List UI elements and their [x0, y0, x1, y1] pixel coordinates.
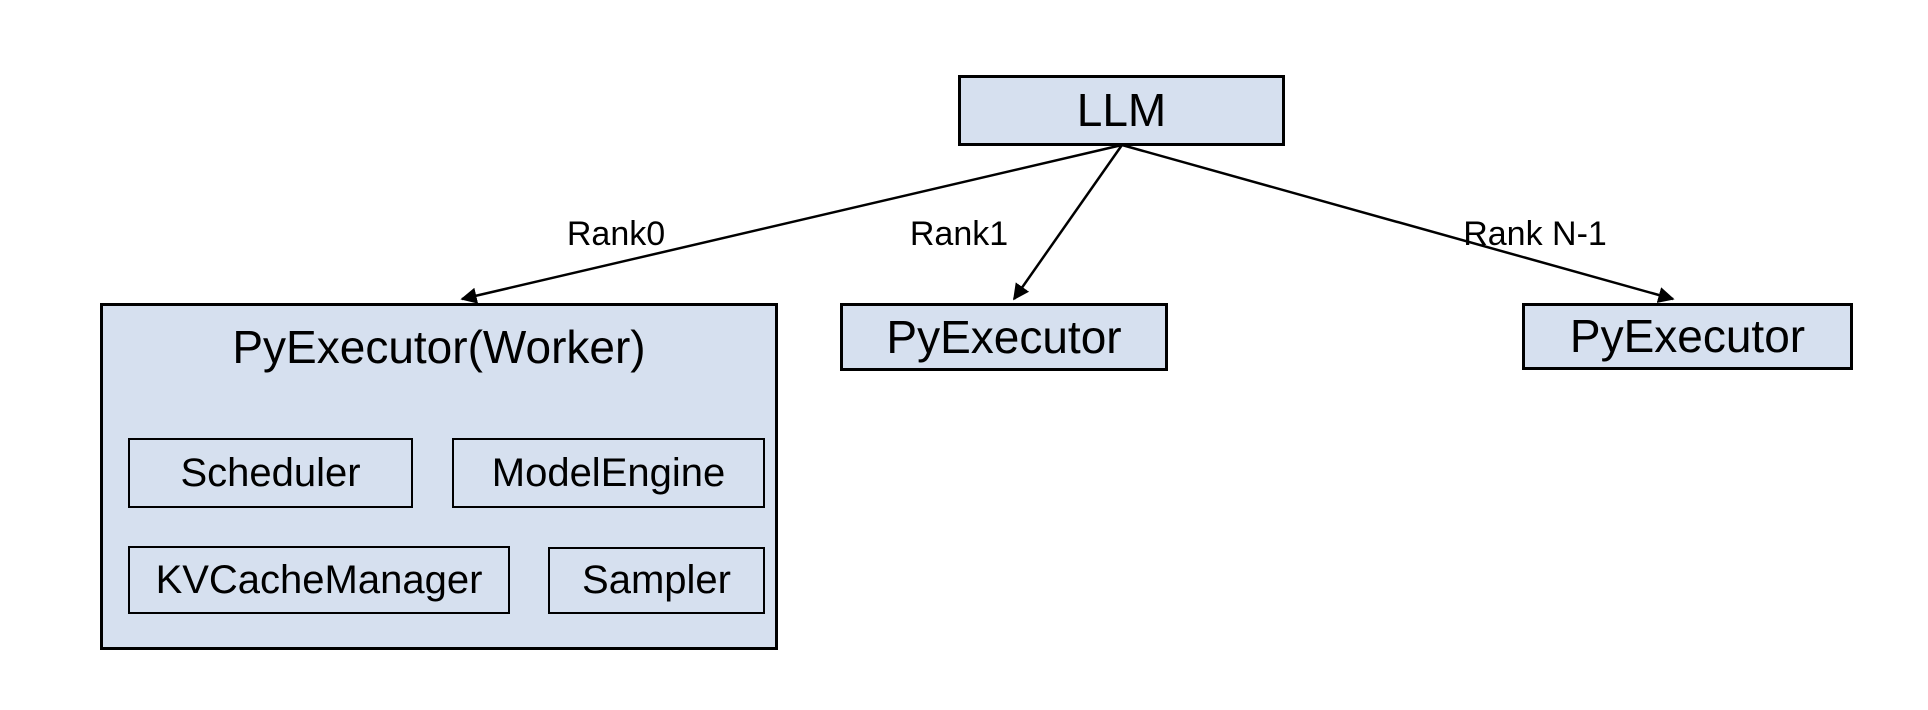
- pyexecutor-worker-node: PyExecutor(Worker) Scheduler ModelEngine…: [100, 303, 778, 650]
- edge-label-rank-n-1: Rank N-1: [1463, 215, 1607, 253]
- arrow-rank0: [460, 143, 1123, 304]
- component-box-scheduler: Scheduler: [128, 438, 413, 508]
- edge-label-rank1: Rank1: [909, 215, 1009, 253]
- pyexecutor-rank1-label: PyExecutor: [886, 311, 1122, 363]
- edge-label-rank0: Rank0: [566, 215, 666, 253]
- pyexecutor-rank-n-1-node: PyExecutor: [1522, 303, 1853, 370]
- llm-node-label: LLM: [1076, 84, 1167, 136]
- llm-node: LLM: [958, 75, 1285, 146]
- component-box-kvcachemanager: KVCacheManager: [128, 546, 510, 614]
- component-box-sampler: Sampler: [548, 547, 765, 614]
- pyexecutor-worker-title: PyExecutor(Worker): [232, 321, 646, 373]
- pyexecutor-rank-n-1-label: PyExecutor: [1569, 310, 1806, 362]
- component-box-modelengine: ModelEngine: [452, 438, 765, 508]
- pyexecutor-rank1-node: PyExecutor: [840, 303, 1168, 371]
- arrow-rank1: [1012, 144, 1124, 301]
